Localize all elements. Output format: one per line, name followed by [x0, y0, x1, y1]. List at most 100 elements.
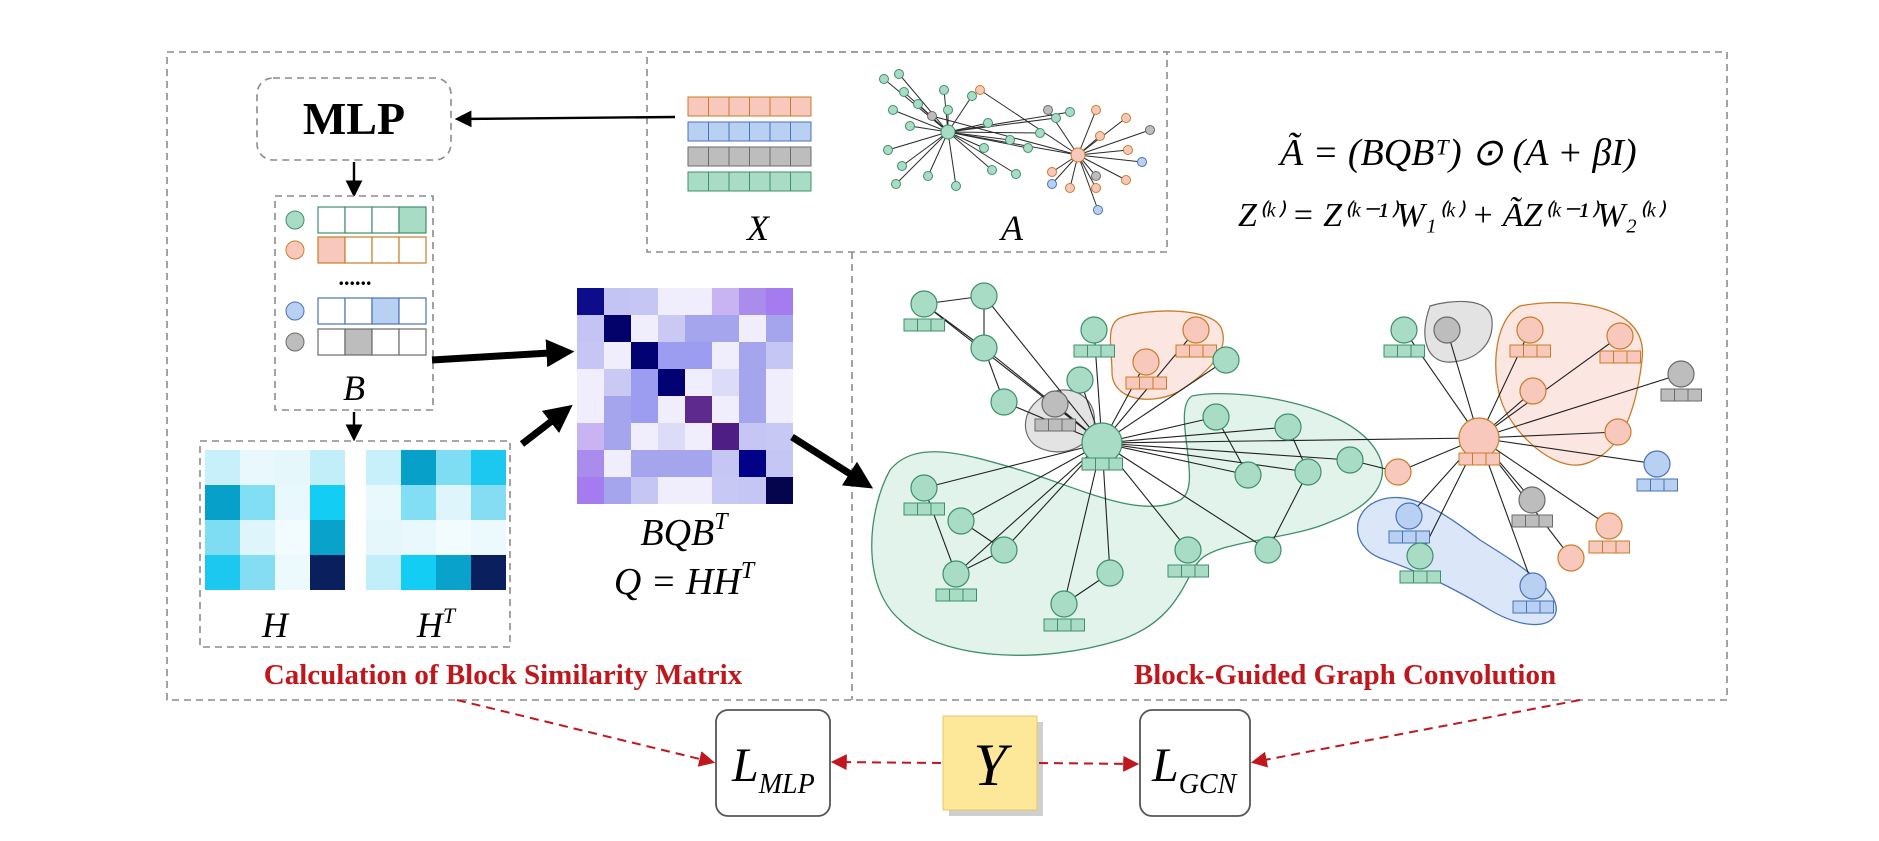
node-feature-cell	[1388, 530, 1403, 544]
node-feature-cell	[1070, 618, 1085, 632]
ht-cell	[401, 555, 436, 590]
similarity-cell	[712, 342, 739, 369]
ht-cell	[366, 450, 401, 485]
ht-cell	[436, 555, 471, 590]
graph-node	[1093, 205, 1103, 215]
h-cell	[240, 450, 275, 485]
membership-cell	[371, 206, 400, 234]
similarity-cell	[631, 288, 658, 315]
graph-node	[910, 474, 938, 502]
similarity-cell	[604, 477, 631, 504]
node-feature-cell	[930, 502, 945, 516]
similarity-cell	[766, 396, 793, 423]
membership-cell	[317, 297, 346, 325]
node-feature-cell	[935, 588, 950, 602]
graph-node	[1091, 105, 1101, 115]
graph-node	[1202, 403, 1230, 431]
graph-edge	[1077, 149, 1129, 156]
graph-edge	[1077, 154, 1127, 181]
similarity-cell	[577, 315, 604, 342]
h-cell	[275, 520, 310, 555]
membership-cell	[398, 328, 427, 356]
node-feature-cell	[1061, 418, 1076, 432]
graph-node	[975, 85, 985, 95]
node-feature-cell	[1181, 564, 1196, 578]
x-to-mlp-arrow	[454, 110, 676, 128]
graph-node	[1091, 183, 1101, 193]
membership-cell	[371, 297, 400, 325]
graph-node	[879, 74, 889, 84]
b-dots: ......	[339, 265, 372, 290]
similarity-cell	[631, 477, 658, 504]
h-cell	[310, 520, 345, 555]
similarity-cell	[658, 396, 685, 423]
similarity-cell	[658, 450, 685, 477]
membership-cell	[344, 328, 373, 356]
graph-node	[1519, 572, 1547, 600]
graph-node	[947, 507, 975, 535]
graph-edge	[947, 111, 1071, 133]
graph-edge	[1101, 437, 1480, 444]
block-node-marker	[285, 332, 305, 352]
graph-node	[951, 181, 961, 191]
graph-node	[894, 69, 904, 79]
feature-cell	[769, 171, 791, 192]
membership-cell	[398, 236, 427, 264]
h-cell	[275, 555, 310, 590]
feature-matrix-x	[687, 96, 812, 192]
right-section-title: Block-Guided Graph Convolution	[1134, 659, 1556, 691]
feature-cell	[708, 96, 730, 117]
mlp-label: MLP	[303, 93, 405, 144]
ht-cell	[366, 555, 401, 590]
graph-edge	[895, 131, 949, 185]
h-transpose-matrix	[366, 450, 506, 590]
node-feature-cell	[1509, 344, 1524, 358]
graph-node	[1123, 145, 1133, 155]
similarity-cell	[685, 423, 712, 450]
node-feature-cell	[1525, 514, 1540, 528]
h-cell	[240, 555, 275, 590]
similarity-cell	[712, 477, 739, 504]
graph-node	[888, 105, 898, 115]
similarity-cell	[685, 315, 712, 342]
graph-node	[1254, 536, 1282, 564]
node-feature-cell	[1087, 344, 1102, 358]
graph-edge	[931, 115, 1079, 156]
node-feature-cell	[917, 502, 932, 516]
graph-node	[1212, 346, 1240, 374]
y-label: Y	[973, 732, 1012, 798]
graph-node	[1234, 461, 1262, 489]
graph-node	[1070, 147, 1086, 163]
graph-edge	[1478, 437, 1658, 465]
membership-cell	[317, 206, 346, 234]
graph-node	[1557, 544, 1585, 572]
feature-cell	[728, 121, 750, 142]
graph-node	[1395, 502, 1423, 530]
graph-node	[1011, 169, 1021, 179]
graph-edge	[947, 117, 1057, 133]
feature-cell	[687, 96, 709, 117]
graph-node	[1336, 446, 1364, 474]
membership-cell	[344, 297, 373, 325]
similarity-cell	[604, 450, 631, 477]
similarity-cell	[685, 288, 712, 315]
feature-cell	[790, 171, 812, 192]
similarity-cell	[712, 396, 739, 423]
block-node-marker	[285, 210, 305, 230]
x-label: X	[745, 208, 771, 248]
graph-node	[1035, 128, 1045, 138]
similarity-cell	[658, 315, 685, 342]
membership-matrix-b	[285, 206, 427, 356]
graph-edge	[1101, 442, 1269, 551]
node-feature-cell	[1108, 457, 1123, 471]
graph-node	[1274, 413, 1302, 441]
graph-node	[891, 179, 901, 189]
node-feature-cell	[1615, 540, 1630, 554]
similarity-cell	[766, 450, 793, 477]
node-feature-cell	[1526, 600, 1541, 614]
block-node-marker	[285, 301, 305, 321]
graph-node	[1066, 366, 1094, 394]
graph-node	[1294, 458, 1322, 486]
graph-edge	[898, 73, 949, 133]
feature-cell	[687, 121, 709, 142]
